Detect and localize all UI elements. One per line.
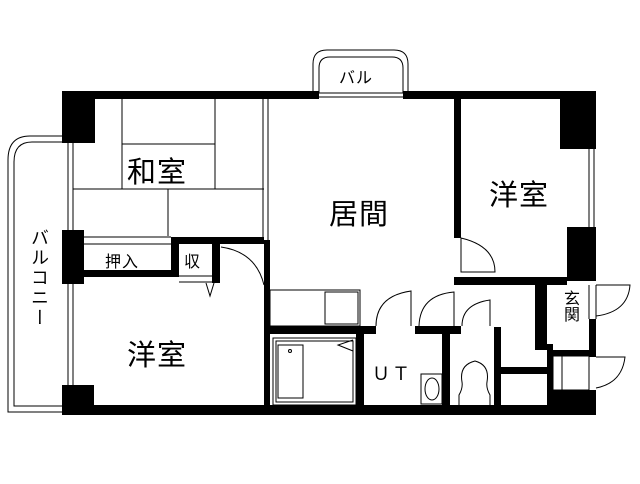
room-label-genkan: 玄関	[561, 290, 580, 322]
oshiire-walls	[84, 237, 264, 283]
room-label-youshitsu-top: 洋室	[489, 178, 550, 212]
washbasin	[420, 373, 443, 405]
room-label-oshiire: 押入	[105, 252, 140, 271]
top-balcony-outline	[312, 49, 409, 93]
left-window	[67, 143, 74, 385]
outer-walls	[62, 91, 596, 415]
room-label-shuunou: 収	[184, 252, 202, 271]
room-label-balcony-side: バルコニー	[28, 228, 49, 328]
door-swings	[375, 237, 631, 389]
genkan-lines	[540, 285, 597, 391]
bathtub	[272, 337, 357, 406]
interior-walls	[264, 99, 596, 415]
room-label-balcony-top: バル	[339, 68, 374, 87]
room-label-youshitsu-bottom: 洋室	[127, 338, 188, 372]
right-window	[588, 149, 595, 227]
side-balcony-outline	[7, 135, 62, 413]
room-label-washitsu: 和室	[127, 155, 188, 189]
kitchen-counter	[269, 289, 361, 327]
room-label-living: 居間	[329, 197, 390, 231]
toilet	[458, 360, 491, 405]
room-label-unit-toilet: ＵＴ	[372, 364, 412, 385]
tatami-lines	[73, 99, 269, 240]
